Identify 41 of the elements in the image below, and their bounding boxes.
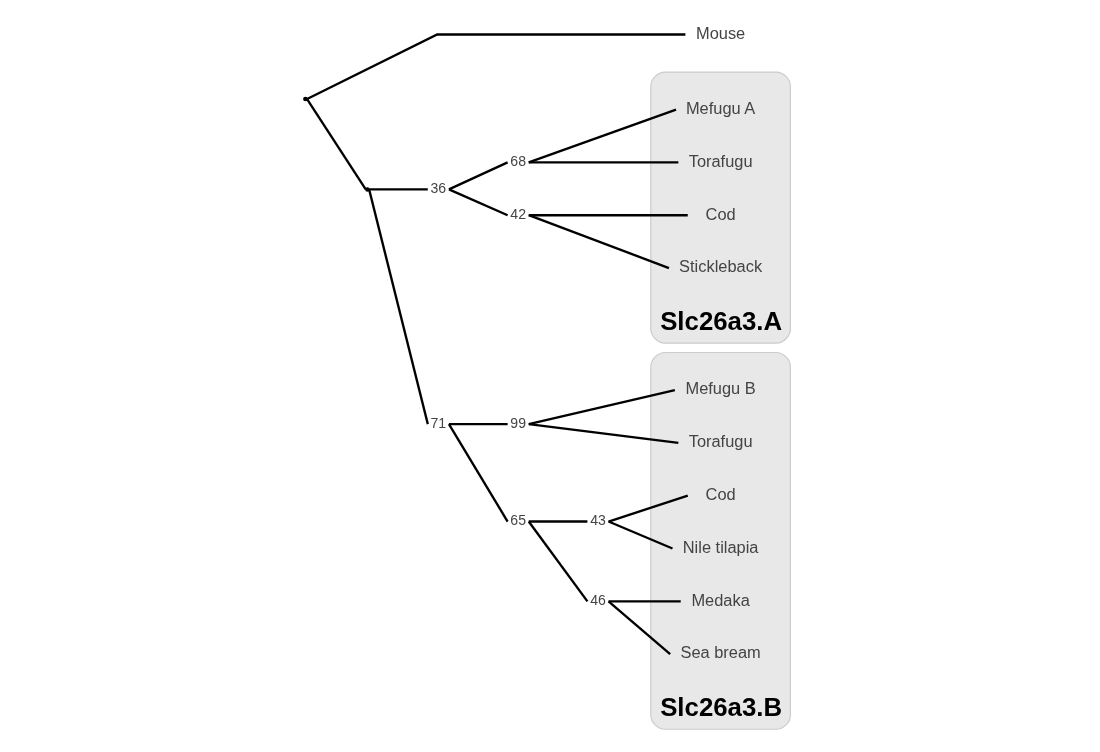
node-text: Medaka xyxy=(691,590,750,609)
connector xyxy=(528,388,676,426)
node-text: Mouse xyxy=(695,23,746,42)
node-text: Nile tilapia xyxy=(682,537,759,556)
node-label: 46 xyxy=(590,591,606,608)
node-text: Mefugu A xyxy=(685,98,756,117)
connector xyxy=(306,33,686,101)
connector xyxy=(448,161,509,191)
node-text: Mefugu B xyxy=(685,379,756,398)
connector xyxy=(528,214,688,217)
node-label: 71 xyxy=(430,414,447,431)
connector xyxy=(528,161,679,164)
node-label: 36 xyxy=(430,180,447,197)
connector xyxy=(528,108,677,164)
node-text: Stickleback xyxy=(679,257,763,276)
connector xyxy=(608,520,673,550)
connector xyxy=(448,188,509,217)
node-text: Cod xyxy=(705,204,736,223)
connector xyxy=(607,600,671,656)
node-text: Cod xyxy=(705,485,736,504)
connector xyxy=(608,494,689,523)
node-point xyxy=(303,96,308,102)
connector xyxy=(306,98,367,191)
node-text: Torafugu xyxy=(688,151,753,170)
node-label: 43 xyxy=(590,512,606,529)
connector xyxy=(608,600,681,603)
node-text: Torafugu xyxy=(688,432,753,451)
connector xyxy=(527,520,589,602)
connector xyxy=(368,189,429,425)
node-label: 65 xyxy=(510,512,527,529)
node-point xyxy=(365,187,370,192)
connector xyxy=(448,422,508,426)
node-label: 68 xyxy=(510,153,527,170)
connector xyxy=(528,422,679,445)
node-label: 42 xyxy=(510,205,527,222)
connector xyxy=(528,214,670,270)
node-text: Sea bream xyxy=(680,643,761,662)
connector xyxy=(528,520,588,523)
connector xyxy=(447,423,509,523)
node-label: 99 xyxy=(510,414,527,431)
connector xyxy=(369,188,428,191)
